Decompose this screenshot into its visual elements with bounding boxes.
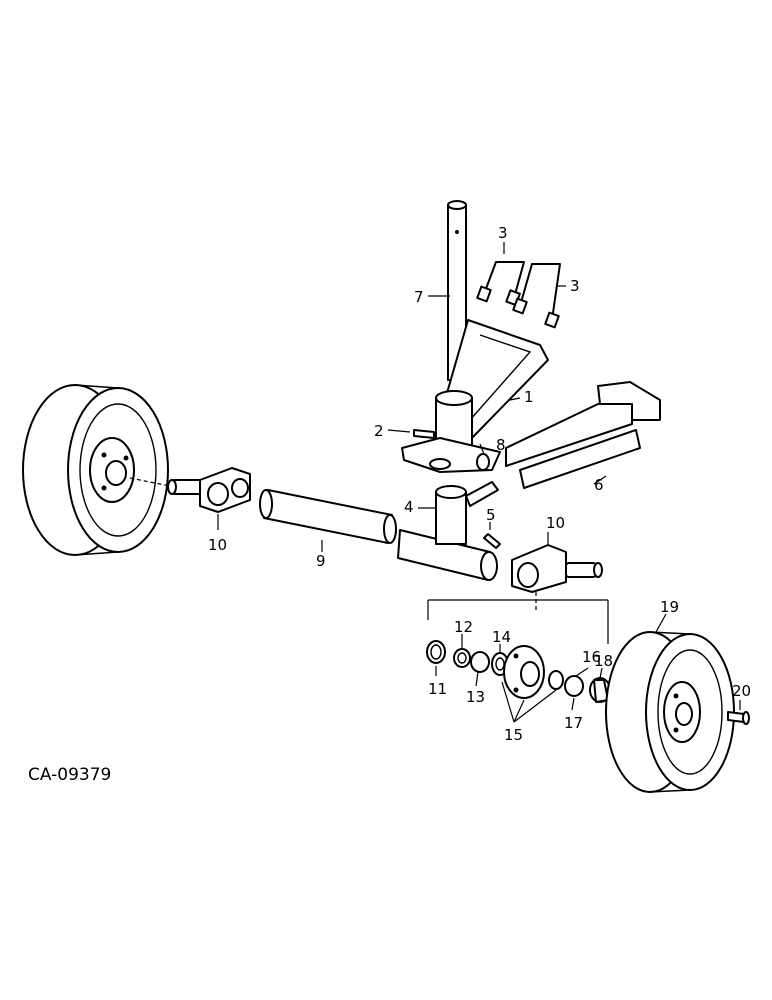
callout-15: 15 — [504, 726, 523, 744]
axle-tube — [259, 489, 397, 544]
callout-2: 2 — [374, 422, 384, 440]
callout-3-right: 3 — [570, 277, 580, 295]
callout-13: 13 — [466, 688, 485, 706]
callout-19: 19 — [660, 598, 679, 616]
callout-6: 6 — [594, 476, 604, 494]
callout-3-left: 3 — [498, 224, 508, 242]
callout-20: 20 — [732, 682, 751, 700]
callout-10-right: 10 — [546, 514, 565, 532]
mounting-channel — [505, 381, 661, 489]
callout-9: 9 — [316, 552, 326, 570]
hub-parts — [426, 599, 611, 703]
u-bolts — [476, 261, 561, 329]
callout-11: 11 — [428, 680, 447, 698]
left-wheel — [22, 384, 169, 556]
callout-10-left: 10 — [208, 536, 227, 554]
left-bracket — [199, 467, 251, 513]
center-housing — [397, 481, 499, 581]
leader-lines — [217, 242, 741, 723]
bolt — [413, 429, 435, 439]
callout-8: 8 — [496, 436, 506, 454]
callout-16: 16 — [582, 648, 601, 666]
screw — [483, 533, 501, 549]
callout-1: 1 — [524, 388, 534, 406]
callout-17: 17 — [564, 714, 583, 732]
callout-5: 5 — [486, 506, 496, 524]
callout-14: 14 — [492, 628, 511, 646]
callout-18: 18 — [594, 652, 613, 670]
pin — [476, 453, 490, 471]
callout-7: 7 — [414, 288, 424, 306]
pivot-bracket — [401, 319, 549, 473]
callout-4: 4 — [404, 498, 414, 516]
figure-code: CA-09379 — [28, 765, 111, 785]
wheel-bolt — [727, 711, 750, 725]
right-wheel — [605, 631, 735, 793]
callout-12: 12 — [454, 618, 473, 636]
